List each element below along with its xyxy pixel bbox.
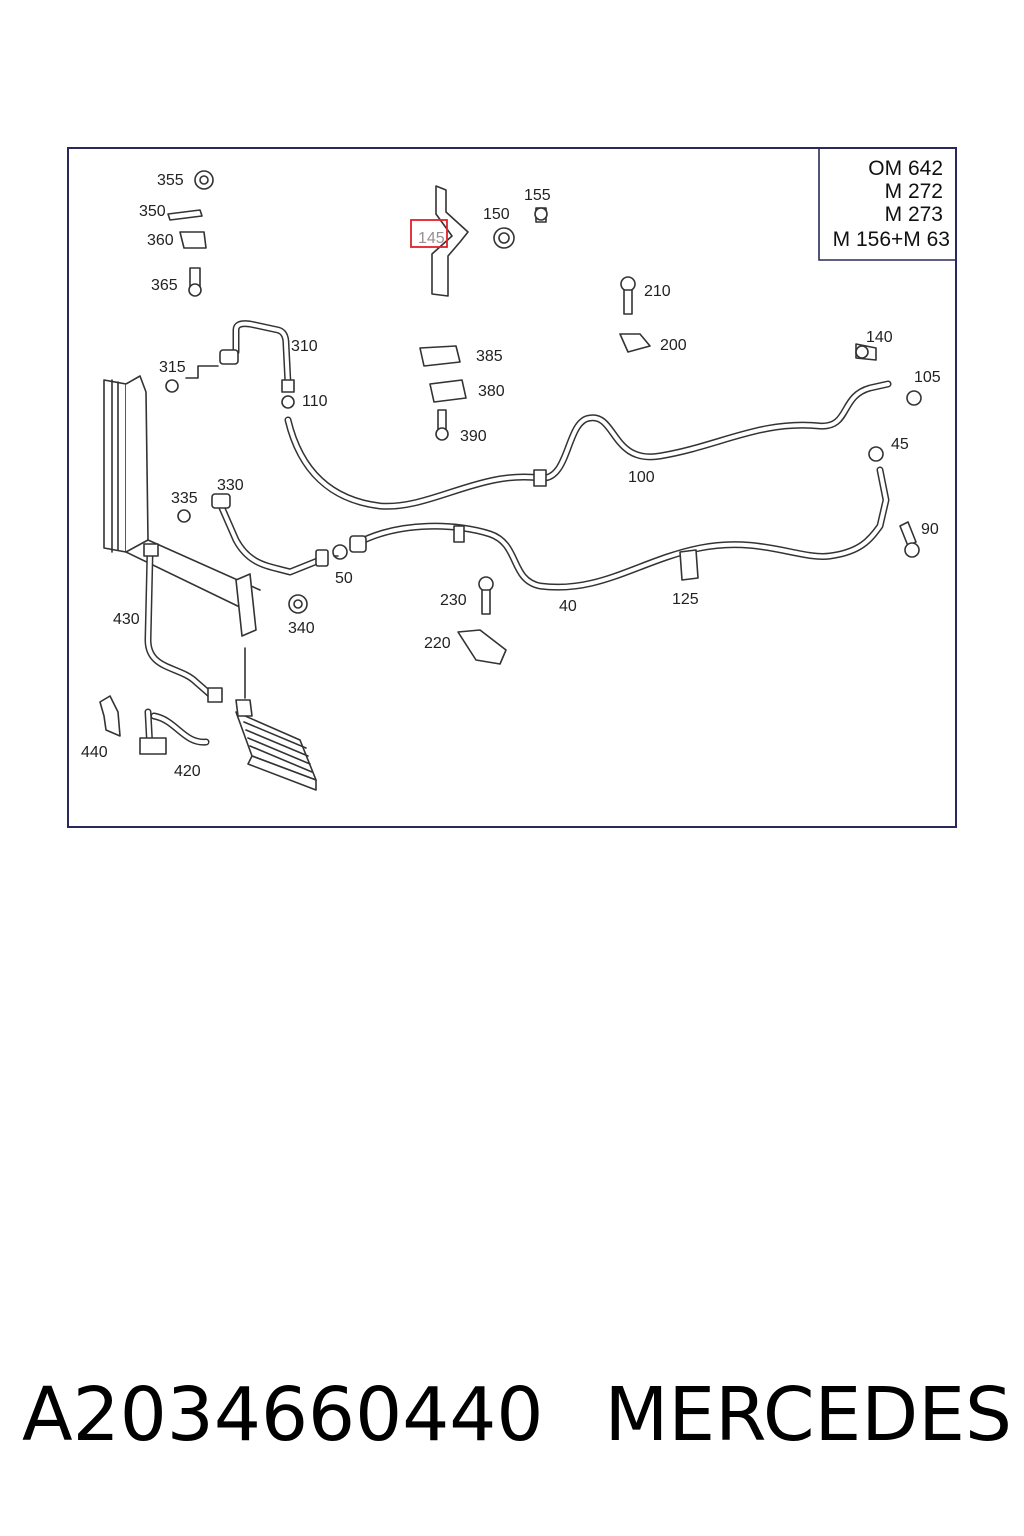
label-40: 40 [559, 598, 577, 615]
label-220: 220 [424, 635, 451, 652]
pipe-40 [349, 466, 890, 591]
engine-code-4: M 156+M 63 [833, 228, 950, 251]
label-45: 45 [891, 436, 909, 453]
highlight-box-145 [410, 219, 448, 248]
label-230: 230 [440, 592, 467, 609]
bracket-440 [99, 695, 121, 737]
pipe-420 [139, 708, 210, 755]
pipe-430 [143, 543, 223, 703]
part-number: A2034660440 [22, 1372, 544, 1458]
part-labels: 355 350 360 365 145 150 155 210 200 140 … [81, 172, 941, 780]
label-365: 365 [151, 277, 178, 294]
pipe-310 [219, 320, 295, 393]
label-145: 145 [418, 230, 445, 247]
diagram-frame [67, 147, 957, 828]
engine-code-2: M 272 [885, 180, 943, 203]
label-380: 380 [478, 383, 505, 400]
label-315: 315 [159, 359, 186, 376]
engine-code-box: OM 642 M 272 M 273 M 156+M 63 [818, 148, 956, 261]
label-210: 210 [644, 283, 671, 300]
label-335: 335 [171, 490, 198, 507]
radiator-drawing [103, 375, 261, 637]
label-100: 100 [628, 469, 655, 486]
pipe-100 [284, 380, 892, 510]
label-440: 440 [81, 744, 108, 761]
label-50: 50 [335, 570, 353, 587]
label-390: 390 [460, 428, 487, 445]
label-90: 90 [921, 521, 939, 538]
label-385: 385 [476, 348, 503, 365]
label-330: 330 [217, 477, 244, 494]
leader-lines [185, 365, 339, 557]
label-340: 340 [288, 620, 315, 637]
engine-code-3: M 273 [885, 203, 943, 226]
brand-name: MERCEDES [604, 1372, 1012, 1458]
label-350: 350 [139, 203, 166, 220]
small-parts [165, 170, 922, 665]
label-125: 125 [672, 591, 699, 608]
label-420: 420 [174, 763, 201, 780]
label-150: 150 [483, 206, 510, 223]
label-310: 310 [291, 338, 318, 355]
label-105: 105 [914, 369, 941, 386]
oil-cooler-drawing [235, 647, 317, 791]
engine-code-1: OM 642 [868, 157, 943, 180]
label-200: 200 [660, 337, 687, 354]
label-355: 355 [157, 172, 184, 189]
footer: A2034660440 MERCEDES [22, 1372, 1012, 1472]
pipe-330 [211, 493, 329, 576]
label-360: 360 [147, 232, 174, 249]
label-140: 140 [866, 329, 893, 346]
label-430: 430 [113, 611, 140, 628]
label-110: 110 [302, 393, 328, 410]
label-155: 155 [524, 187, 551, 204]
